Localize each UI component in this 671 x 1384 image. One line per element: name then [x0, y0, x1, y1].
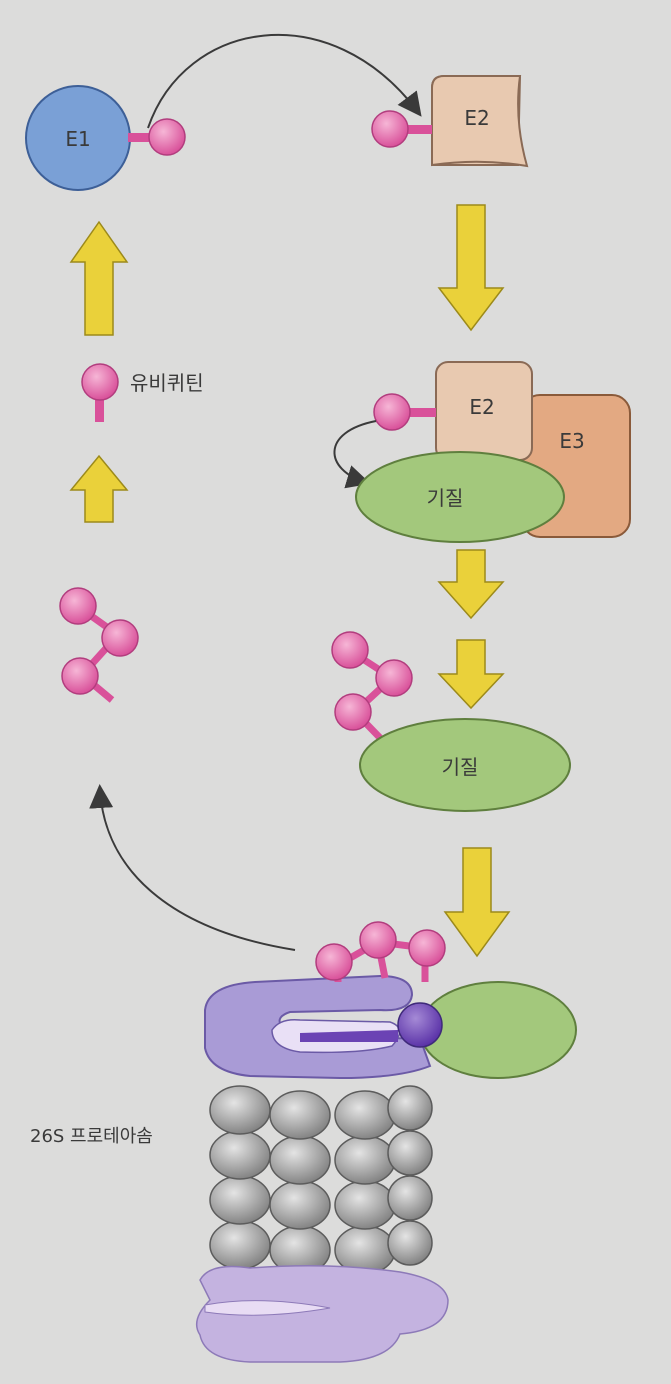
e2-enzyme-top: E2 [371, 75, 529, 168]
proteasome-26s [195, 921, 577, 1363]
e1-enzyme: E1 [25, 85, 186, 191]
proteasome-core [209, 1085, 433, 1275]
yellow-arrow-down-2 [437, 549, 505, 620]
ubiquitin-on-e1 [148, 118, 186, 156]
yellow-arrow-down-3 [437, 639, 505, 710]
released-ubiquitin-chain [59, 587, 139, 703]
yellow-arrow-down-4 [443, 847, 511, 958]
transfer-arrow-e1-to-e2 [147, 34, 422, 129]
substrate-1: 기질 [355, 451, 565, 543]
proteasome-label: 26S 프로테아솜 [30, 1126, 153, 1147]
e2-mid-label: E2 [469, 395, 494, 419]
e2-top-label: E2 [464, 106, 489, 130]
transfer-arrow-e2-to-substrate [333, 420, 377, 489]
ubiquitin-on-e2-mid [373, 393, 411, 431]
ubiquitin-on-e2-top [371, 110, 409, 148]
substrate-entry-globule [397, 1002, 443, 1048]
substrate-2-label: 기질 [442, 755, 479, 779]
polyubiquitin-chain-on-proteasome [315, 921, 446, 982]
proteasome-lower-cap [195, 1265, 449, 1363]
ubiquitin-label: 유비퀴틴 [130, 371, 204, 395]
yellow-arrow-up-2 [69, 454, 129, 523]
e3-label: E3 [559, 429, 584, 453]
yellow-arrow-down-1 [437, 204, 505, 332]
e2-enzyme-mid: E2 [373, 361, 533, 461]
substrate-1-label: 기질 [427, 486, 464, 510]
free-ubiquitin [81, 363, 119, 422]
lower-cap-channel [204, 1300, 331, 1316]
substrate-entering-proteasome [419, 981, 577, 1079]
unfolding-substrate-strand [300, 1030, 398, 1042]
yellow-arrow-up-1 [69, 220, 129, 336]
substrate-2: 기질 [359, 718, 571, 812]
recycle-arrow-to-chain [89, 784, 296, 951]
polyubiquitin-chain-on-substrate [331, 631, 413, 745]
e1-label: E1 [65, 127, 90, 151]
